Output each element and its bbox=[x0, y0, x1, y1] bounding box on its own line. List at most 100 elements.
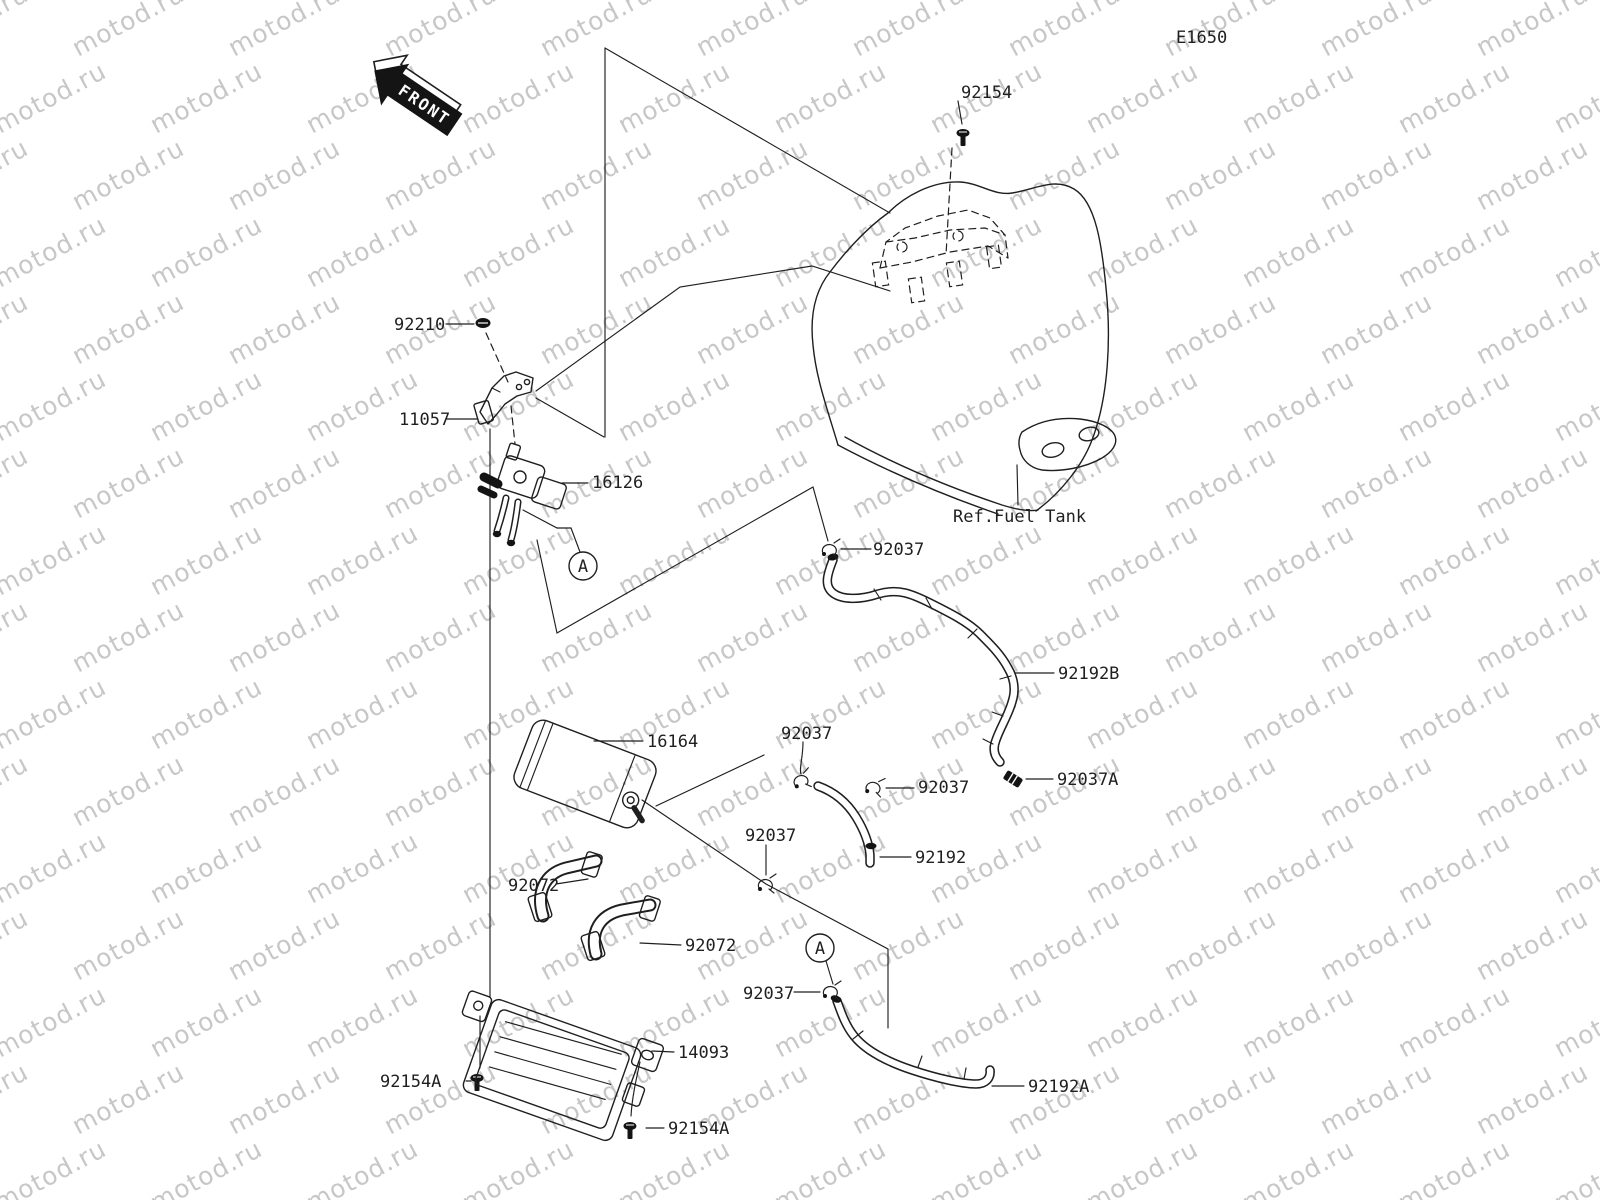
purge-valve bbox=[477, 442, 567, 547]
watermark-text: motod.ru bbox=[301, 672, 423, 755]
watermark-text: motod.ru bbox=[847, 595, 969, 678]
watermark-text: motod.ru bbox=[925, 1134, 1047, 1200]
watermark-text: motod.ru bbox=[145, 1134, 267, 1200]
watermark-text: motod.ru bbox=[457, 1134, 579, 1200]
watermark-text: motod.ru bbox=[457, 672, 579, 755]
watermark-text: motod.ru bbox=[1237, 56, 1359, 139]
hose-clamp-icon bbox=[793, 767, 812, 789]
detail-marker-letter: A bbox=[815, 939, 825, 959]
watermark-text: motod.ru bbox=[301, 364, 423, 447]
watermark-text: motod.ru bbox=[1159, 595, 1281, 678]
watermark-text: motod.ru bbox=[1315, 903, 1437, 986]
watermark-text: motod.ru bbox=[0, 364, 111, 447]
watermark-text: motod.ru bbox=[1471, 903, 1593, 986]
watermark-text: motod.ru bbox=[925, 364, 1047, 447]
watermark-text: motod.ru bbox=[847, 0, 969, 62]
watermark-text: motod.ru bbox=[691, 287, 813, 370]
part-label-92192a: 92192A bbox=[1028, 1077, 1089, 1097]
watermark-text: motod.ru bbox=[1471, 287, 1593, 370]
watermark-text: motod.ru bbox=[847, 287, 969, 370]
watermark-text: motod.ru bbox=[1159, 441, 1281, 524]
watermark-text: motod.ru bbox=[0, 133, 33, 216]
watermark-text: motod.ru bbox=[457, 56, 579, 139]
watermark-text: motod.ru bbox=[925, 672, 1047, 755]
watermark-text: motod.ru bbox=[1237, 980, 1359, 1063]
part-label-92072: 92072 bbox=[508, 876, 559, 896]
watermark-text: motod.ru bbox=[1393, 518, 1515, 601]
watermark-text: motod.ru bbox=[301, 210, 423, 293]
damper-bracket bbox=[580, 895, 661, 962]
watermark-text: motod.ru bbox=[1159, 287, 1281, 370]
part-label-11057: 11057 bbox=[399, 410, 450, 430]
watermark-text: motod.ru bbox=[1315, 441, 1437, 524]
watermark-text: motod.ru bbox=[613, 56, 735, 139]
watermark-text: motod.ru bbox=[1003, 1057, 1125, 1140]
watermark-text: motod.ru bbox=[1237, 826, 1359, 909]
watermark-text: motod.ru bbox=[379, 749, 501, 832]
watermark-text: motod.ru bbox=[535, 133, 657, 216]
watermark-text: motod.ru bbox=[535, 0, 657, 62]
watermark-text: motod.ru bbox=[223, 903, 345, 986]
watermark-text: motod.ru bbox=[1315, 287, 1437, 370]
watermark-text: motod.ru bbox=[1471, 595, 1593, 678]
watermark-text: motod.ru bbox=[457, 364, 579, 447]
part-label-92154a: 92154A bbox=[668, 1119, 729, 1139]
ref-fuel-tank-label: Ref.Fuel Tank bbox=[953, 507, 1086, 527]
watermark-text: motod.ru bbox=[0, 287, 33, 370]
watermark-text: motod.ru bbox=[0, 210, 111, 293]
pipe-joint-icon bbox=[1003, 770, 1023, 788]
part-label-16164: 16164 bbox=[647, 732, 698, 752]
watermark-text: motod.ru bbox=[1393, 980, 1515, 1063]
damper-bracket bbox=[527, 851, 603, 923]
watermark-text: motod.ru bbox=[1549, 672, 1600, 755]
watermark-text: motod.ru bbox=[847, 441, 969, 524]
watermark-text: motod.ru bbox=[925, 518, 1047, 601]
watermark-text: motod.ru bbox=[769, 56, 891, 139]
nut-icon bbox=[475, 318, 491, 328]
hose-92192 bbox=[813, 781, 877, 868]
watermark-text: motod.ru bbox=[1549, 364, 1600, 447]
watermark-text: motod.ru bbox=[1393, 826, 1515, 909]
hose-clamp-icon bbox=[822, 980, 842, 1001]
watermark-text: motod.ru bbox=[1393, 672, 1515, 755]
watermark-text: motod.ru bbox=[0, 826, 111, 909]
watermark-text: motod.ru bbox=[145, 826, 267, 909]
watermark-text: motod.ru bbox=[301, 826, 423, 909]
watermark-text: motod.ru bbox=[145, 518, 267, 601]
bolt-icon bbox=[956, 129, 970, 146]
watermark-text: motod.ru bbox=[0, 980, 111, 1063]
part-label-92210: 92210 bbox=[394, 315, 445, 335]
watermark-text: motod.ru bbox=[1003, 903, 1125, 986]
watermark-text: motod.ru bbox=[613, 1134, 735, 1200]
watermark-text: motod.ru bbox=[1549, 1134, 1600, 1200]
watermark-text: motod.ru bbox=[0, 672, 111, 755]
watermark-text: motod.ru bbox=[1549, 518, 1600, 601]
watermark-text: motod.ru bbox=[301, 1134, 423, 1200]
watermark-text: motod.ru bbox=[67, 441, 189, 524]
watermark-text: motod.ru bbox=[67, 0, 189, 62]
watermark-text: motod.ru bbox=[379, 903, 501, 986]
watermark-text: motod.ru bbox=[1471, 1057, 1593, 1140]
watermark-text: motod.ru bbox=[223, 441, 345, 524]
watermark-text: motod.ru bbox=[145, 980, 267, 1063]
watermark-text: motod.ru bbox=[1393, 364, 1515, 447]
part-label-92037: 92037 bbox=[745, 826, 796, 846]
part-label-92072: 92072 bbox=[685, 936, 736, 956]
bolt-icon bbox=[623, 1122, 637, 1139]
watermark-text: motod.ru bbox=[1393, 210, 1515, 293]
watermark-text: motod.ru bbox=[1549, 56, 1600, 139]
watermark-text: motod.ru bbox=[223, 0, 345, 62]
part-label-92037: 92037 bbox=[873, 540, 924, 560]
watermark-text: motod.ru bbox=[223, 1057, 345, 1140]
watermark-text: motod.ru bbox=[1081, 518, 1203, 601]
valve-bracket bbox=[473, 371, 534, 425]
watermark-text: motod.ru bbox=[67, 133, 189, 216]
watermark-text: motod.ru bbox=[67, 287, 189, 370]
watermark-text: motod.ru bbox=[223, 287, 345, 370]
watermark-text: motod.ru bbox=[1159, 1057, 1281, 1140]
watermark-text: motod.ru bbox=[1393, 56, 1515, 139]
watermark-text: motod.ru bbox=[457, 518, 579, 601]
part-label-92037: 92037 bbox=[781, 724, 832, 744]
watermark-text: motod.ru bbox=[379, 0, 501, 62]
